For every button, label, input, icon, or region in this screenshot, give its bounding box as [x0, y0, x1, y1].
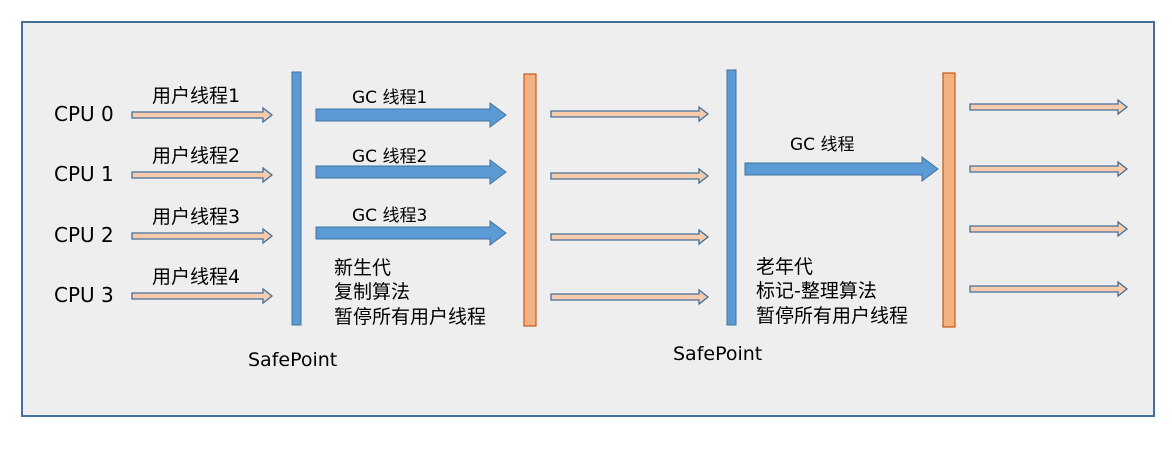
user-thread-2-label: 用户线程2 — [152, 145, 240, 167]
final-thread-3-arrow — [969, 220, 1129, 238]
young-gc-thread-3-label: GC 线程3 — [352, 206, 427, 226]
old-gc-note-algorithm: 标记-整理算法 — [756, 280, 877, 302]
safepoint-end-bar-2 — [942, 72, 956, 328]
cpu-3-label: CPU 3 — [54, 283, 114, 307]
old-gc-thread-label: GC 线程 — [790, 135, 854, 155]
young-gc-thread-2-arrow — [315, 159, 507, 185]
safepoint-bar-1 — [291, 71, 302, 326]
safepoint-end-bar-1 — [523, 73, 537, 327]
safepoint-bar-2 — [726, 69, 737, 326]
old-gc-note-pause: 暂停所有用户线程 — [756, 305, 908, 327]
young-gc-note-algorithm: 复制算法 — [334, 281, 410, 303]
safepoint-label-2: SafePoint — [673, 343, 762, 365]
cpu-2-label: CPU 2 — [54, 223, 114, 247]
safepoint-label-1: SafePoint — [248, 349, 337, 371]
old-gc-thread-arrow — [744, 156, 939, 182]
resume-thread-1-arrow — [550, 105, 710, 123]
user-thread-1-label: 用户线程1 — [152, 85, 240, 107]
user-thread-4-label: 用户线程4 — [152, 266, 240, 288]
user-thread-4-arrow — [131, 287, 274, 305]
final-thread-2-arrow — [969, 160, 1129, 178]
young-gc-note-generation: 新生代 — [334, 257, 391, 279]
young-gc-thread-1-label: GC 线程1 — [352, 88, 427, 108]
resume-thread-4-arrow — [550, 288, 710, 306]
user-thread-1-arrow — [131, 106, 274, 124]
young-gc-thread-1-arrow — [315, 102, 507, 128]
old-gc-note-generation: 老年代 — [756, 256, 813, 278]
resume-thread-3-arrow — [550, 228, 710, 246]
resume-thread-2-arrow — [550, 167, 710, 185]
cpu-1-label: CPU 1 — [54, 162, 114, 186]
user-thread-2-arrow — [131, 166, 274, 184]
final-thread-4-arrow — [969, 280, 1129, 298]
young-gc-thread-3-arrow — [315, 220, 507, 246]
final-thread-1-arrow — [969, 98, 1129, 116]
user-thread-3-label: 用户线程3 — [152, 206, 240, 228]
diagram-panel — [21, 21, 1155, 417]
cpu-0-label: CPU 0 — [54, 102, 114, 126]
young-gc-thread-2-label: GC 线程2 — [352, 147, 427, 167]
young-gc-note-pause: 暂停所有用户线程 — [334, 306, 486, 328]
user-thread-3-arrow — [131, 227, 274, 245]
